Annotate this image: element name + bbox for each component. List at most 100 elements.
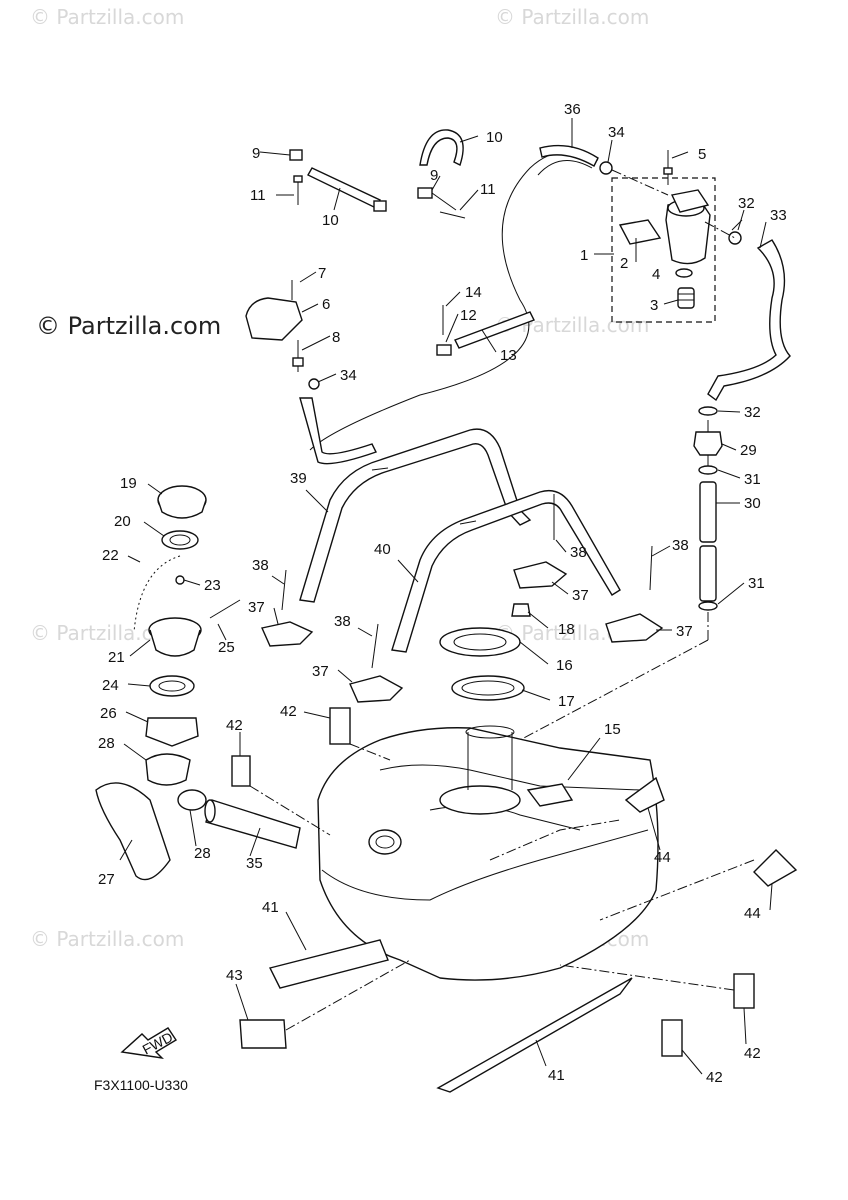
callout-21: 21 xyxy=(108,649,125,666)
pad-41 xyxy=(436,977,633,1093)
fuel-filter xyxy=(665,199,711,265)
callout-18: 18 xyxy=(558,621,575,638)
callout-39: 39 xyxy=(290,470,307,487)
callout-30: 30 xyxy=(744,495,761,512)
filler-port xyxy=(368,829,402,855)
callout-26: 26 xyxy=(100,705,117,722)
callout-42: 42 xyxy=(280,703,297,720)
hose-end xyxy=(539,144,599,167)
watermark: © Partzilla.com xyxy=(495,5,649,29)
callout-23: 23 xyxy=(204,577,221,594)
fuel-hose-33 xyxy=(707,239,791,402)
callout-37: 37 xyxy=(312,663,329,680)
strap-brackets xyxy=(261,494,664,703)
callout-41: 41 xyxy=(262,899,279,916)
tie-holder xyxy=(417,187,433,199)
callout-38: 38 xyxy=(672,537,689,554)
watermark-main: © Partzilla.com xyxy=(36,312,221,340)
hose-clamp xyxy=(145,753,191,786)
fuel-hose-lower xyxy=(299,397,377,465)
callout-7: 7 xyxy=(318,265,326,282)
fuel-filter-head xyxy=(670,189,710,213)
callout-6: 6 xyxy=(322,296,330,313)
hose-clamp xyxy=(308,378,320,390)
callout-38: 38 xyxy=(570,544,587,561)
callout-17: 17 xyxy=(558,693,575,710)
callout-42: 42 xyxy=(226,717,243,734)
callout-27: 27 xyxy=(98,871,115,888)
pad-44 xyxy=(624,776,665,813)
pad-44 xyxy=(753,849,798,887)
tank-pad xyxy=(526,783,574,807)
fwd-arrow-icon xyxy=(120,1027,177,1060)
callout-44: 44 xyxy=(654,849,671,866)
callout-44: 44 xyxy=(744,905,761,922)
pump-opening xyxy=(439,785,521,815)
callout-13: 13 xyxy=(500,347,517,364)
callout-10: 10 xyxy=(322,212,339,229)
callout-37: 37 xyxy=(676,623,693,640)
cover xyxy=(245,297,303,341)
fuel-sender-assembly xyxy=(439,603,531,790)
hose-clamp xyxy=(599,161,613,175)
fuel-hose-30-lower xyxy=(699,545,717,602)
callout-40: 40 xyxy=(374,541,391,558)
callout-9: 9 xyxy=(430,167,438,184)
watermark: © Partzilla.com xyxy=(30,927,184,951)
strap-40 xyxy=(391,489,621,653)
fuel-filter-assembly xyxy=(599,150,742,323)
hose-clamp xyxy=(177,789,207,811)
callout-22: 22 xyxy=(102,547,119,564)
callout-31: 31 xyxy=(744,471,761,488)
callout-36: 36 xyxy=(564,101,581,118)
callout-38: 38 xyxy=(334,613,351,630)
callout-1: 1 xyxy=(580,247,588,264)
callout-8: 8 xyxy=(332,329,340,346)
fuel-tank-body xyxy=(317,727,659,981)
callout-3: 3 xyxy=(650,297,658,314)
callout-20: 20 xyxy=(114,513,131,530)
callout-43: 43 xyxy=(226,967,243,984)
callout-labels: 36 34 5 32 33 1 2 4 3 9 10 9 11 10 11 7 … xyxy=(98,101,787,1086)
callout-31: 31 xyxy=(748,575,765,592)
callout-15: 15 xyxy=(604,721,621,738)
filler-gasket xyxy=(149,675,195,697)
tank-straps xyxy=(299,428,621,653)
callout-11: 11 xyxy=(480,181,496,198)
strap-bracket xyxy=(261,621,314,647)
fuel-hose-36 xyxy=(309,151,599,451)
bolt xyxy=(281,569,287,611)
callout-12: 12 xyxy=(460,307,477,324)
filler-pipe xyxy=(204,799,301,849)
callout-29: 29 xyxy=(740,442,757,459)
callout-9: 9 xyxy=(252,145,260,162)
tie-holder xyxy=(289,149,303,161)
filler-cap-assembly xyxy=(95,485,241,881)
callout-28: 28 xyxy=(194,845,211,862)
callout-42: 42 xyxy=(744,1045,761,1062)
o-ring xyxy=(675,268,693,278)
leader-lines xyxy=(119,118,773,1075)
callout-34: 34 xyxy=(340,367,357,384)
cable-tie-loop xyxy=(419,129,464,166)
bolt xyxy=(649,545,653,591)
callout-10: 10 xyxy=(486,129,503,146)
callout-32: 32 xyxy=(744,404,761,421)
forward-arrow: FWD xyxy=(120,1027,177,1060)
strap-39 xyxy=(299,428,532,603)
callout-25: 25 xyxy=(218,639,235,656)
pad-41 xyxy=(268,939,389,989)
sender-flange xyxy=(439,627,521,657)
hose-clamp xyxy=(698,601,718,611)
diagram-code: F3X1100-U330 xyxy=(94,1077,188,1093)
filler-pipe-35 xyxy=(205,799,301,849)
callout-38: 38 xyxy=(252,557,269,574)
callout-42: 42 xyxy=(706,1069,723,1086)
callout-2: 2 xyxy=(620,255,628,272)
strap-bracket xyxy=(513,561,568,589)
pad-42 xyxy=(329,707,351,745)
tank-pads xyxy=(231,707,798,1093)
pad-42 xyxy=(733,973,755,1009)
